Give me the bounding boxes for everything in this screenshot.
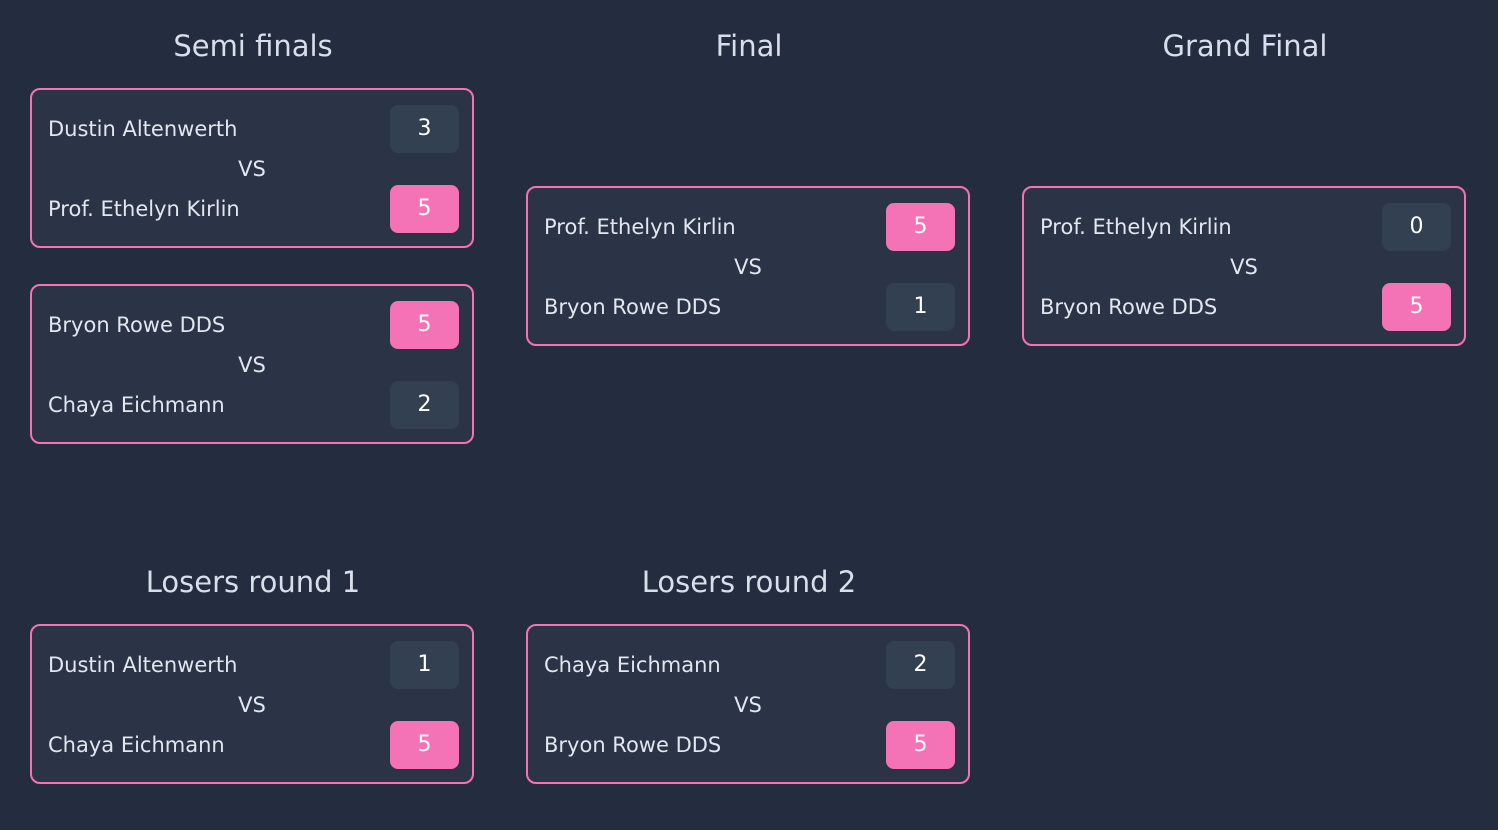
score-badge: 5	[390, 721, 459, 769]
score-badge: 5	[1382, 283, 1451, 331]
vs-label: VS	[238, 157, 266, 181]
round-title-losers-round-1: Losers round 1	[145, 565, 361, 599]
round-title-grand-final: Grand Final	[1162, 29, 1328, 63]
player-name: Prof. Ethelyn Kirlin	[1040, 215, 1232, 239]
round-title-semi-finals: Semi finals	[173, 29, 333, 63]
round-title-final: Final	[715, 29, 783, 63]
score-badge: 5	[390, 301, 459, 349]
player-name: Bryon Rowe DDS	[48, 313, 226, 337]
match-card[interactable]: Prof. Ethelyn Kirlin 5 VS Bryon Rowe DDS…	[526, 186, 970, 346]
player-name: Dustin Altenwerth	[48, 117, 238, 141]
vs-label: VS	[238, 693, 266, 717]
vs-label: VS	[1230, 255, 1258, 279]
vs-label: VS	[238, 353, 266, 377]
match-card[interactable]: Prof. Ethelyn Kirlin 0 VS Bryon Rowe DDS…	[1022, 186, 1466, 346]
match-card[interactable]: Bryon Rowe DDS 5 VS Chaya Eichmann 2	[30, 284, 474, 444]
vs-label: VS	[734, 693, 762, 717]
player-name: Chaya Eichmann	[544, 653, 721, 677]
match-card[interactable]: Dustin Altenwerth 3 VS Prof. Ethelyn Kir…	[30, 88, 474, 248]
score-badge: 3	[390, 105, 459, 153]
player-name: Bryon Rowe DDS	[544, 295, 722, 319]
player-name: Prof. Ethelyn Kirlin	[544, 215, 736, 239]
score-badge: 5	[886, 203, 955, 251]
player-name: Chaya Eichmann	[48, 393, 225, 417]
vs-label: VS	[734, 255, 762, 279]
player-name: Bryon Rowe DDS	[1040, 295, 1218, 319]
score-badge: 1	[390, 641, 459, 689]
score-badge: 5	[390, 185, 459, 233]
match-card[interactable]: Chaya Eichmann 2 VS Bryon Rowe DDS 5	[526, 624, 970, 784]
score-badge: 2	[886, 641, 955, 689]
score-badge: 2	[390, 381, 459, 429]
match-card[interactable]: Dustin Altenwerth 1 VS Chaya Eichmann 5	[30, 624, 474, 784]
player-name: Dustin Altenwerth	[48, 653, 238, 677]
player-name: Chaya Eichmann	[48, 733, 225, 757]
score-badge: 1	[886, 283, 955, 331]
player-name: Bryon Rowe DDS	[544, 733, 722, 757]
score-badge: 0	[1382, 203, 1451, 251]
score-badge: 5	[886, 721, 955, 769]
round-title-losers-round-2: Losers round 2	[641, 565, 857, 599]
player-name: Prof. Ethelyn Kirlin	[48, 197, 240, 221]
